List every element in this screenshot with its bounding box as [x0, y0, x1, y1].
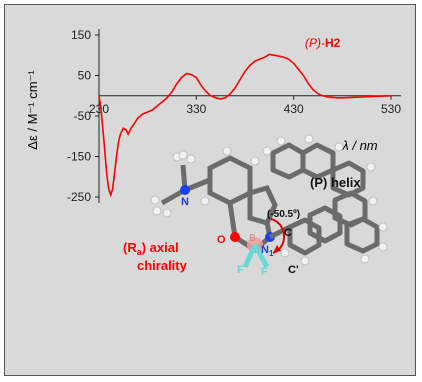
dihedral-angle-label: (-50.5º): [267, 209, 300, 220]
atom-label-c: C: [284, 227, 292, 239]
oxygen-atom: [230, 232, 240, 242]
nitrogen-atom-amine: [180, 185, 190, 195]
atom-label-f1: F: [237, 264, 244, 276]
atom-label-n1: N1: [261, 244, 274, 258]
x-tick-label-330: 330: [186, 102, 206, 116]
fused-ring: [247, 184, 278, 227]
cd-spectrum-figure: 230 330 430 530 150 50 -50 -150 -250 Δε / M⁻¹ cm…: [25, 28, 401, 278]
series-label-name: H2: [325, 36, 341, 50]
axial-chirality-label-line1: (Ra) axial: [123, 240, 179, 257]
n-aryl-link: [268, 224, 292, 240]
y-tick-label-50: 50: [78, 69, 92, 83]
x-tick-label-430: 430: [284, 102, 304, 116]
axis-tick-labels: 230 330 430 530 150 50 -50 -150 -250: [67, 28, 401, 204]
series-line-p-h2: [98, 53, 392, 198]
x-axis-label: λ / nm: [341, 138, 377, 153]
axial-chirality-label-line2: chirality: [137, 258, 188, 273]
y-tick-label--150: -150: [67, 150, 91, 164]
figure-panel: 230 330 430 530 150 50 -50 -150 -250 Δε / M⁻¹ cm…: [4, 4, 416, 376]
y-axis-label: Δε / M⁻¹ cm⁻¹: [25, 70, 40, 150]
atom-label-f2: F: [261, 266, 268, 278]
y-tick-label--250: -250: [67, 190, 91, 204]
atom-label-o: O: [217, 234, 226, 246]
b-f-bond-2: [252, 243, 270, 269]
rotation-arrowhead: [273, 245, 281, 253]
x-tick-label-230: 230: [89, 102, 109, 116]
atom-label-c-prime: C': [288, 264, 299, 276]
series-label: (P)-H2: [305, 36, 341, 50]
atom-label-n: N: [181, 196, 189, 208]
series-label-prefix: (P)-: [305, 36, 325, 50]
y-tick-label-150: 150: [71, 28, 91, 42]
aryl-ring: [207, 155, 253, 206]
helicene-rings: [270, 142, 380, 256]
y-tick-label--50: -50: [74, 109, 92, 123]
atom-label-b: B: [249, 233, 256, 244]
helix-label: (P) helix: [310, 175, 361, 190]
hydrogen-atoms: [150, 134, 388, 266]
x-tick-label-530: 530: [381, 102, 401, 116]
molecule-structure: [150, 134, 388, 269]
b-f-bond-1: [242, 243, 258, 269]
